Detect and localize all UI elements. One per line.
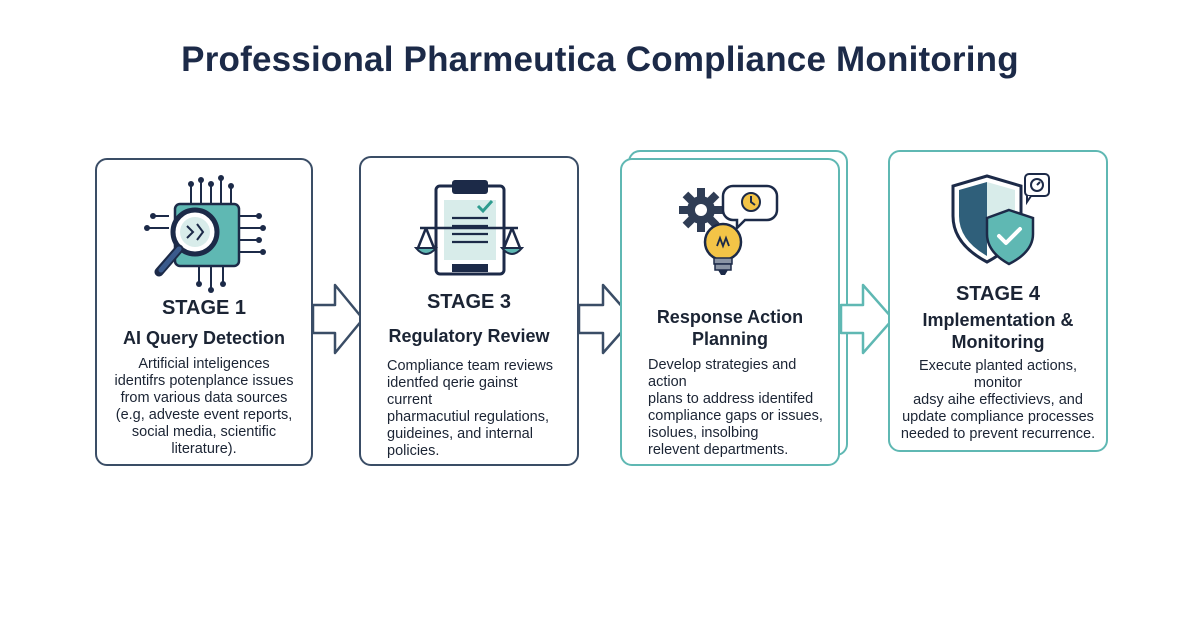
magnifier-chip-icon xyxy=(144,175,266,293)
flow-arrow-icon xyxy=(311,283,365,355)
desc-line: from various data sources xyxy=(120,390,288,406)
desc-line: guideines, and internal xyxy=(387,426,533,442)
desc-line: relevent departments. xyxy=(648,442,789,458)
stage-1-description: Artificial inteligences identifrs potenp… xyxy=(105,356,303,458)
shield-check-icon xyxy=(951,173,1050,266)
stage-4-label: STAGE 4 xyxy=(955,283,1041,305)
flow-arrow-icon xyxy=(839,283,895,355)
stage-name-line: Implementation & xyxy=(922,310,1074,330)
desc-line: plans to address identifed xyxy=(648,391,814,407)
desc-line: update compliance processes xyxy=(902,409,1094,425)
stage-4-card: STAGE 4 Implementation & Monitoring Exec… xyxy=(888,150,1108,452)
response-action-name: Response Action Planning xyxy=(622,306,838,350)
stage-3-card: STAGE 3 Regulatory Review Compliance tea… xyxy=(359,156,579,466)
stage-4-description: Execute planted actions, monitor adsy ai… xyxy=(898,358,1098,443)
response-action-description: Develop strategies and action plans to a… xyxy=(648,357,824,459)
gear-lightbulb-icon xyxy=(679,184,779,275)
stage-3-label: STAGE 3 xyxy=(426,291,512,313)
stage-name-line: Planning xyxy=(692,329,768,349)
stage-name-line: Response Action xyxy=(656,307,804,327)
stage-3-description: Compliance team reviews identfed qerie g… xyxy=(387,358,563,460)
desc-line: social media, scientific literature). xyxy=(131,424,277,457)
stage-4-name: Implementation & Monitoring xyxy=(890,309,1106,353)
desc-line: needed to prevent recurrence. xyxy=(900,426,1096,442)
response-action-card: Response Action Planning Develop strateg… xyxy=(620,158,840,466)
stage-3-name: Regulatory Review xyxy=(388,326,550,346)
desc-line: compliance gaps or issues, xyxy=(648,408,823,424)
desc-line: Execute planted actions, monitor xyxy=(919,358,1077,391)
desc-line: identifrs potenplance issues xyxy=(114,373,294,389)
desc-line: policies. xyxy=(387,443,440,459)
flow-arrow-icon xyxy=(577,283,635,355)
desc-line: adsy aihe effectivievs, and xyxy=(913,392,1083,408)
stage-1-label: STAGE 1 xyxy=(161,297,247,319)
desc-line: pharmacutiul regulations, xyxy=(387,409,550,425)
stage-1-card: STAGE 1 AI Query Detection Artificial in… xyxy=(95,158,313,466)
desc-line: Develop strategies and action xyxy=(648,357,797,390)
desc-line: (e.g, adveste event reports, xyxy=(115,407,293,423)
desc-line: isolues, insolbing xyxy=(648,425,759,441)
desc-line: identfed qerie gainst current xyxy=(387,375,518,408)
stage-1-name: AI Query Detection xyxy=(122,328,286,348)
stage-name-line: Monitoring xyxy=(951,332,1045,352)
desc-line: Artificial inteligences xyxy=(138,356,270,372)
page-title: Professional Pharmeutica Compliance Moni… xyxy=(181,40,1019,79)
clipboard-scales-icon xyxy=(414,180,524,276)
desc-line: Compliance team reviews xyxy=(387,358,554,374)
